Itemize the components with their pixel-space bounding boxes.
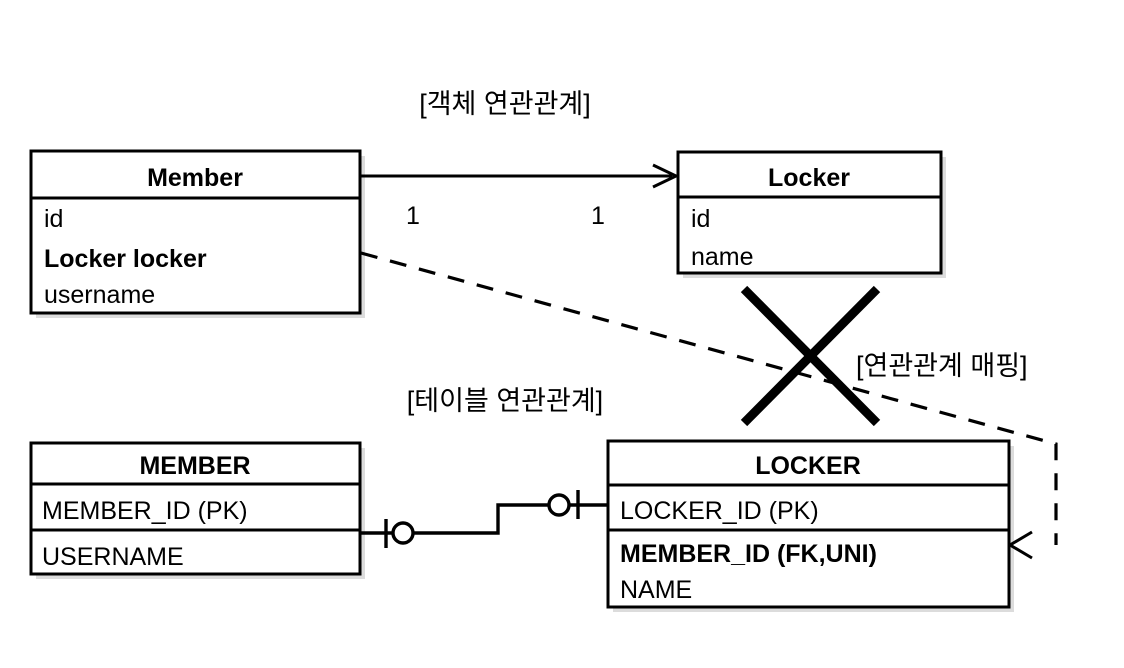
locker-table-col-locker-id: LOCKER_ID (PK) <box>620 497 819 525</box>
member-table-col-username: USERNAME <box>42 543 184 571</box>
locker-class-title: Locker <box>768 164 850 192</box>
multiplicity-target: 1 <box>591 202 605 230</box>
member-class-title: Member <box>147 164 243 192</box>
member-table-col-member-id: MEMBER_ID (PK) <box>42 497 248 525</box>
table-relationship-connector <box>360 490 608 548</box>
member-table-box[interactable]: MEMBER MEMBER_ID (PK) USERNAME <box>29 441 362 576</box>
member-table-title: MEMBER <box>139 452 250 480</box>
locker-table-col-member-id: MEMBER_ID (FK,UNI) <box>620 540 877 568</box>
caption-table-association: [테이블 연관관계] <box>407 386 603 416</box>
locker-table-box[interactable]: LOCKER LOCKER_ID (PK) MEMBER_ID (FK,UNI)… <box>606 439 1011 609</box>
locker-class-box[interactable]: Locker id name <box>676 150 943 275</box>
object-association-arrow <box>360 163 680 189</box>
locker-attr-id: id <box>691 205 710 233</box>
member-attr-username: username <box>44 281 155 309</box>
x-cross-mark <box>740 285 881 427</box>
member-attr-locker: Locker locker <box>44 245 207 273</box>
locker-attr-name: name <box>691 243 754 271</box>
member-attr-id: id <box>44 205 63 233</box>
caption-object-association: [객체 연관관계] <box>419 89 591 119</box>
locker-table-col-name: NAME <box>620 576 692 604</box>
multiplicity-source: 1 <box>406 202 420 230</box>
locker-table-title: LOCKER <box>755 452 861 480</box>
member-class-box[interactable]: Member id Locker locker username <box>29 149 362 315</box>
caption-association-mapping: [연관관계 매핑] <box>856 351 1028 381</box>
